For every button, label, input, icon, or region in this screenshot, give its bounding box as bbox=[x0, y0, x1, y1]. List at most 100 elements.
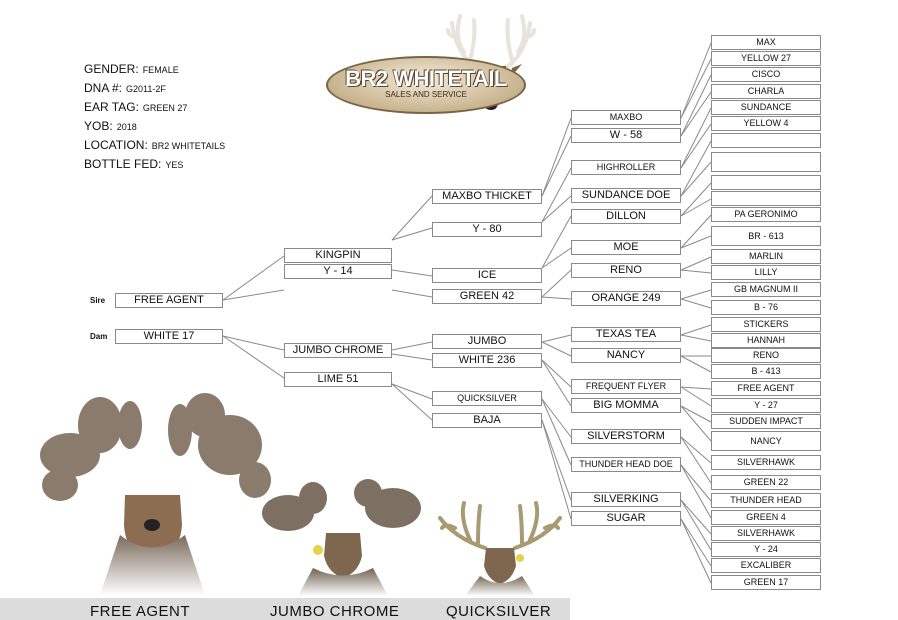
gen4-box[interactable]: W - 58 bbox=[571, 128, 681, 143]
gen3-box[interactable]: ICE bbox=[432, 268, 542, 283]
gen4-box[interactable]: ORANGE 249 bbox=[571, 291, 681, 306]
gen5-box[interactable] bbox=[711, 175, 821, 190]
gen4-box[interactable]: TEXAS TEA bbox=[571, 327, 681, 342]
gen4-box[interactable]: MAXBO bbox=[571, 110, 681, 125]
connector-line bbox=[541, 269, 572, 298]
connector-line bbox=[680, 405, 712, 423]
gen4-box[interactable]: SUGAR bbox=[571, 511, 681, 526]
gen5-box[interactable]: FREE AGENT bbox=[711, 381, 821, 396]
connector-line bbox=[680, 436, 712, 484]
gen4-box[interactable]: MOE bbox=[571, 240, 681, 255]
connector-line bbox=[680, 256, 712, 271]
gen3-box[interactable]: Y - 80 bbox=[432, 222, 542, 237]
gen5-box[interactable]: HANNAH bbox=[711, 333, 821, 348]
connector-line bbox=[541, 195, 572, 223]
gen5-box[interactable]: GB MAGNUM II bbox=[711, 282, 821, 297]
gen5-box[interactable]: RENO bbox=[711, 348, 821, 363]
gen5-box[interactable]: B - 76 bbox=[711, 300, 821, 315]
connector-line bbox=[680, 518, 712, 567]
gen3-box[interactable]: JUMBO bbox=[432, 334, 542, 349]
gen5-box[interactable]: Y - 27 bbox=[711, 398, 821, 413]
gen5-box[interactable]: YELLOW 4 bbox=[711, 116, 821, 131]
connector-line bbox=[680, 214, 712, 249]
dam-box[interactable]: WHITE 17 bbox=[115, 329, 223, 344]
connector-line bbox=[680, 499, 712, 551]
gen5-box[interactable] bbox=[711, 152, 821, 172]
sire-label: Sire bbox=[90, 296, 106, 305]
gen3-box[interactable]: QUICKSILVER bbox=[432, 391, 542, 406]
gen5-box[interactable]: SILVERHAWK bbox=[711, 455, 821, 470]
gen5-box[interactable] bbox=[711, 191, 821, 206]
connector-line bbox=[680, 499, 712, 535]
jumbo-chrome-buck-photo bbox=[262, 479, 421, 596]
connector-line bbox=[541, 398, 572, 466]
connector-line bbox=[541, 334, 572, 343]
connector-line bbox=[680, 58, 712, 119]
gen5-box[interactable]: MARLIN bbox=[711, 249, 821, 264]
gen4-box[interactable]: SILVERKING bbox=[571, 492, 681, 507]
gen5-box[interactable]: Y - 24 bbox=[711, 542, 821, 557]
gen3-box[interactable]: BAJA bbox=[432, 413, 542, 428]
gen3-box[interactable]: MAXBO THICKET bbox=[432, 189, 542, 204]
gen5-box[interactable]: CHARLA bbox=[711, 84, 821, 99]
connector-line bbox=[680, 436, 712, 464]
gen3-box[interactable]: GREEN 42 bbox=[432, 289, 542, 304]
connector-line bbox=[680, 334, 712, 342]
gen4-box[interactable]: SILVERSTORM bbox=[571, 429, 681, 444]
connector-line bbox=[680, 386, 712, 407]
connector-line bbox=[541, 419, 572, 520]
info-gender: GENDER:FEMALE bbox=[84, 62, 179, 76]
connector-line bbox=[680, 289, 712, 300]
gen4-box[interactable]: BIG MOMMA bbox=[571, 398, 681, 413]
connector-line bbox=[680, 74, 712, 137]
gen5-box[interactable]: GREEN 22 bbox=[711, 475, 821, 490]
sire-box[interactable]: FREE AGENT bbox=[115, 293, 223, 308]
gen5-box[interactable]: MAX bbox=[711, 35, 821, 50]
gen5-box[interactable]: CISCO bbox=[711, 67, 821, 82]
connector-line bbox=[680, 298, 712, 309]
gen4-box[interactable]: THUNDER HEAD DOE bbox=[571, 457, 681, 472]
dam-label: Dam bbox=[90, 332, 108, 341]
connector-line bbox=[222, 335, 285, 379]
gen2-box[interactable]: JUMBO CHROME bbox=[284, 343, 392, 358]
gen5-box[interactable]: YELLOW 27 bbox=[711, 51, 821, 66]
gen5-box[interactable]: GREEN 4 bbox=[711, 510, 821, 525]
connector-line bbox=[391, 353, 433, 361]
gen5-box[interactable]: PA GERONIMO bbox=[711, 207, 821, 222]
connector-line bbox=[680, 386, 712, 390]
gen5-box[interactable]: BR - 613 bbox=[711, 226, 821, 246]
gen5-box[interactable]: B - 413 bbox=[711, 364, 821, 379]
gen5-box[interactable]: EXCALIBER bbox=[711, 558, 821, 573]
deer-info: GENDER:FEMALE DNA #:G2011-2F EAR TAG:GRE… bbox=[84, 60, 225, 174]
gen4-box[interactable]: HIGHROLLER bbox=[571, 160, 681, 175]
gen2-box[interactable]: Y - 14 bbox=[284, 264, 392, 279]
connector-line bbox=[391, 383, 433, 421]
gen2-box[interactable]: LIME 51 bbox=[284, 372, 392, 387]
gen2-box[interactable]: KINGPIN bbox=[284, 248, 392, 263]
gen4-box[interactable]: FREQUENT FLYER bbox=[571, 379, 681, 394]
gen5-box[interactable]: SUNDANCE bbox=[711, 100, 821, 115]
free-agent-buck-photo bbox=[40, 393, 271, 595]
gen4-box[interactable]: DILLON bbox=[571, 209, 681, 224]
gen5-box[interactable]: SILVERHAWK bbox=[711, 526, 821, 541]
connector-line bbox=[222, 289, 285, 301]
gen5-box[interactable]: LILLY bbox=[711, 265, 821, 280]
gen5-box[interactable] bbox=[711, 133, 821, 148]
gen5-box[interactable]: NANCY bbox=[711, 431, 821, 451]
connector-line bbox=[391, 227, 433, 241]
gen5-box[interactable]: THUNDER HEAD bbox=[711, 493, 821, 508]
gen5-box[interactable]: STICKERS bbox=[711, 317, 821, 332]
connector-line bbox=[541, 359, 572, 407]
connector-line bbox=[680, 198, 712, 217]
gen4-box[interactable]: NANCY bbox=[571, 348, 681, 363]
connector-line bbox=[680, 91, 712, 137]
gen4-box[interactable]: RENO bbox=[571, 263, 681, 278]
gen4-box[interactable]: SUNDANCE DOE bbox=[571, 188, 681, 203]
gen5-box[interactable]: GREEN 17 bbox=[711, 575, 821, 590]
gen3-box[interactable]: WHITE 236 bbox=[432, 353, 542, 368]
br2-whitetail-logo: BR2 WHITETAIL SALES AND SERVICE bbox=[326, 56, 526, 114]
caption-jumbo-chrome: JUMBO CHROME bbox=[270, 603, 400, 620]
gen5-box[interactable]: SUDDEN IMPACT bbox=[711, 414, 821, 429]
caption-free-agent: FREE AGENT bbox=[90, 603, 191, 620]
